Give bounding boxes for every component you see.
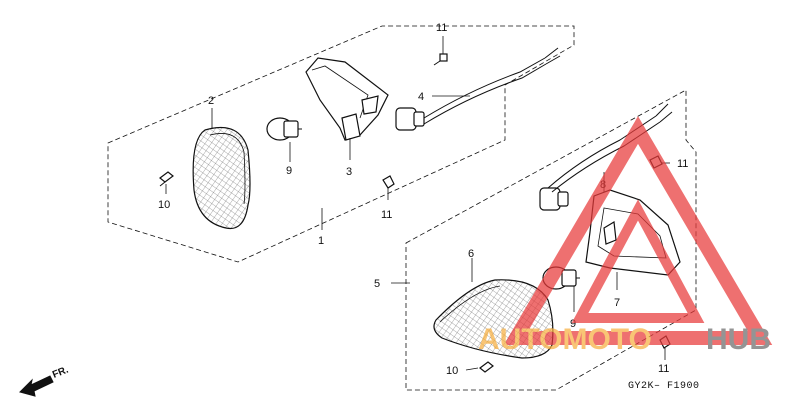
callout-9-upper: 9 (286, 165, 292, 177)
lower-screw-10 (479, 361, 494, 373)
upper-lens (192, 126, 251, 230)
upper-screw-11-top (433, 53, 448, 66)
callout-7: 7 (614, 297, 620, 309)
callout-11-bottom: 11 (658, 363, 669, 375)
upper-screw-10 (159, 171, 174, 187)
callout-2: 2 (208, 95, 214, 107)
direction-label: FR. (51, 364, 70, 380)
callout-6: 6 (468, 248, 474, 260)
callout-11-mid: 11 (381, 209, 392, 221)
watermark-triangle-icon (503, 116, 773, 345)
upper-assembly-outline (107, 25, 575, 263)
upper-screw-11-mid (382, 175, 395, 189)
callout-11-top: 11 (436, 22, 447, 34)
callout-5: 5 (374, 278, 380, 290)
leader-lines (165, 36, 670, 371)
lower-assembly-outline (405, 89, 697, 391)
callout-10-upper: 10 (158, 199, 170, 211)
upper-socket-harness (395, 47, 561, 131)
upper-bulb (266, 117, 302, 141)
callout-1: 1 (318, 235, 324, 247)
callout-9-lower: 9 (570, 318, 576, 330)
watermark-logo: AUTOMOTO HUB (478, 116, 773, 356)
figure-code: GY2K– F1900 (628, 381, 700, 392)
watermark-text-secondary: HUB (706, 323, 771, 356)
front-direction-arrow: FR. (19, 364, 70, 397)
callout-4: 4 (418, 91, 424, 103)
lower-socket-harness (539, 103, 673, 211)
watermark-text-primary: AUTOMOTO (478, 323, 652, 356)
callout-11-right: 11 (677, 158, 688, 170)
callout-3: 3 (346, 166, 352, 178)
upper-housing-bracket (305, 57, 389, 141)
callout-10-lower: 10 (446, 365, 458, 377)
